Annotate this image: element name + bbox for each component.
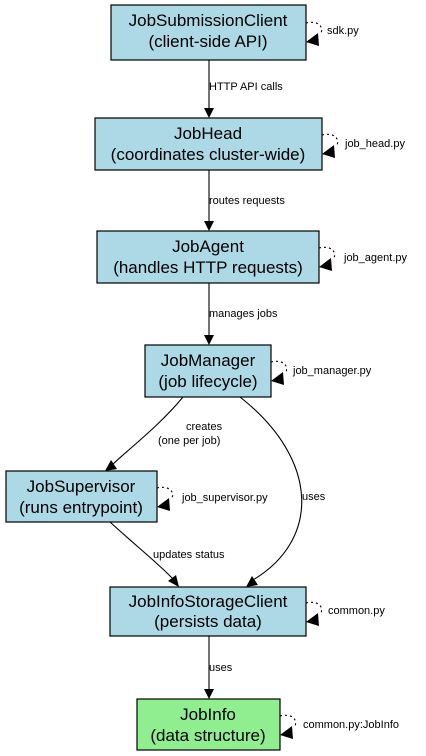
edge-label-creates: creates [186, 421, 223, 433]
node-job-info-storage-client: JobInfoStorageClient (persists data) com… [109, 586, 385, 637]
self-loop [305, 21, 323, 36]
file-label: common.py:JobInfo [303, 719, 399, 731]
node-subtitle: (coordinates cluster-wide) [111, 145, 306, 164]
edge-label-manages-jobs: manages jobs [209, 308, 278, 320]
node-job-submission-client: JobSubmissionClient (client-side API) sd… [110, 4, 359, 61]
edge-agent-to-manager: manages jobs [204, 283, 278, 345]
edge-label-uses-manager: uses [302, 491, 326, 503]
self-loop [318, 246, 336, 261]
node-subtitle: (handles HTTP requests) [113, 258, 303, 277]
node-subtitle: (job lifecycle) [158, 372, 257, 391]
edge-client-to-head: HTTP API calls [204, 60, 283, 118]
file-label: job_manager.py [292, 365, 372, 377]
node-subtitle: (persists data) [154, 612, 262, 631]
node-job-supervisor: JobSupervisor (runs entrypoint) job_supe… [5, 470, 268, 523]
node-title: JobInfo [180, 705, 236, 724]
edge-head-to-agent: routes requests [204, 170, 285, 231]
edge-manager-to-storage: uses [239, 396, 326, 587]
file-label: job_head.py [344, 138, 405, 150]
edge-label-updates-status: updates status [153, 549, 225, 561]
edge-label-one-per-job: (one per job) [158, 435, 220, 447]
edge-label-http-api-calls: HTTP API calls [209, 81, 283, 93]
node-title: JobHead [174, 124, 242, 143]
node-job-head: JobHead (coordinates cluster-wide) job_h… [94, 117, 405, 171]
file-label: job_supervisor.py [181, 492, 268, 504]
edge-manager-to-supervisor: creates (one per job) [105, 396, 223, 471]
edge-storage-to-info: uses [204, 636, 233, 699]
node-job-manager: JobManager (job lifecycle) job_manager.p… [144, 344, 372, 398]
node-title: JobSupervisor [27, 477, 136, 496]
self-loop [270, 360, 288, 375]
node-subtitle: (data structure) [150, 726, 265, 745]
node-title: JobSubmissionClient [129, 11, 288, 30]
file-label: job_agent.py [343, 252, 407, 264]
node-job-info: JobInfo (data structure) common.py:JobIn… [136, 698, 399, 751]
node-title: JobManager [161, 351, 256, 370]
edge-label-routes-requests: routes requests [209, 195, 285, 207]
node-subtitle: (client-side API) [148, 32, 267, 51]
self-loop [305, 601, 323, 616]
file-label: sdk.py [327, 25, 359, 37]
file-label: common.py [328, 605, 385, 617]
self-loop [279, 714, 297, 729]
edge-label-uses-storage: uses [209, 662, 233, 674]
node-title: JobInfoStorageClient [129, 592, 288, 611]
node-job-agent: JobAgent (handles HTTP requests) job_age… [96, 230, 407, 284]
self-loop [321, 133, 339, 148]
node-title: JobAgent [172, 237, 244, 256]
node-subtitle: (runs entrypoint) [19, 498, 143, 517]
edge-supervisor-to-storage: updates status [109, 521, 225, 587]
self-loop [156, 486, 174, 501]
